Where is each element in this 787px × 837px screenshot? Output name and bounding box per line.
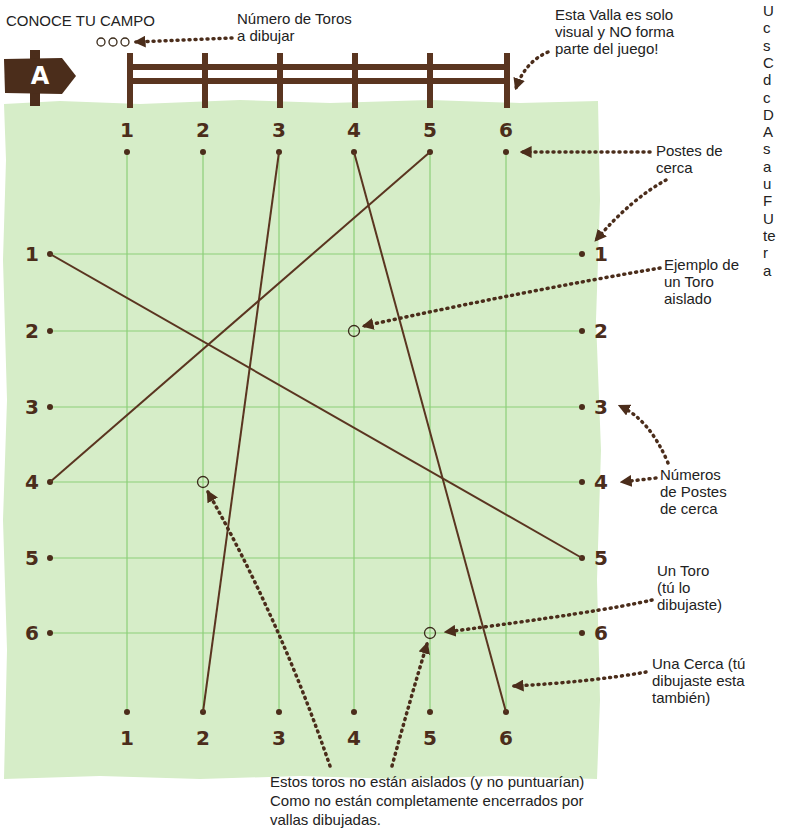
post-number: 2: [587, 319, 615, 343]
callout-label: Números de Postes de cerca: [660, 466, 738, 517]
grid-lines: [50, 152, 582, 712]
post-number: 5: [416, 726, 444, 750]
clipped-text: D: [763, 106, 785, 123]
clipped-text: F: [763, 192, 785, 209]
post-number: 3: [587, 395, 615, 419]
post-number: 1: [587, 242, 615, 266]
clipped-text: a: [763, 262, 785, 279]
clipped-text: C: [763, 54, 785, 71]
post-number: 5: [587, 546, 615, 570]
fence-post-dots: [47, 149, 585, 715]
bull-circles: [198, 326, 436, 639]
post-number: 1: [113, 118, 141, 142]
clipped-text: s: [763, 37, 785, 54]
signpost-letter: A: [4, 58, 76, 94]
post-number: 4: [587, 470, 615, 494]
clipped-text: c: [763, 89, 785, 106]
clipped-text: te: [763, 227, 785, 244]
post-number: 2: [18, 319, 46, 343]
clipped-text: u: [763, 175, 785, 192]
clipped-text: c: [763, 19, 785, 36]
post-number: 6: [492, 118, 520, 142]
callout-label: Esta Valla es solo visual y NO forma par…: [555, 6, 690, 57]
callout-label: Número de Toros a dibujar: [237, 10, 362, 44]
post-number: 3: [265, 118, 293, 142]
callout-label: Un Toro (tú lo dibujaste): [657, 562, 729, 613]
post-number: 4: [340, 118, 368, 142]
post-number: 3: [18, 395, 46, 419]
field-ground: [3, 100, 601, 779]
bull-count-circles: [97, 38, 129, 46]
callout-label: Una Cerca (tú dibujaste esta también): [652, 655, 752, 706]
post-number: 5: [416, 118, 444, 142]
clipped-text: A: [763, 123, 785, 140]
signpost-board: A: [4, 58, 76, 94]
explanation-note: Estos toros no están aislados (y no punt…: [270, 772, 610, 829]
clipped-text: U: [763, 210, 785, 227]
post-number: 5: [18, 546, 46, 570]
leader-arrows: [136, 38, 668, 766]
post-number: 1: [18, 242, 46, 266]
post-number: 4: [340, 726, 368, 750]
post-number: 4: [18, 470, 46, 494]
post-number: 1: [113, 726, 141, 750]
callout-label: Postes de cerca: [656, 142, 736, 176]
callout-label: Ejemplo de un Toro aislado: [664, 256, 759, 307]
post-number: 2: [189, 118, 217, 142]
post-number: 3: [265, 726, 293, 750]
decorative-fence: [127, 53, 510, 108]
post-number: 6: [587, 621, 615, 645]
clipped-text: d: [763, 71, 785, 88]
post-number: 6: [492, 726, 520, 750]
page-title: CONOCE TU CAMPO: [6, 12, 155, 29]
post-number: 6: [18, 621, 46, 645]
clipped-text: U: [763, 2, 785, 19]
clipped-text: s: [763, 140, 785, 157]
clipped-text: a: [763, 158, 785, 175]
post-number: 2: [189, 726, 217, 750]
clipped-text: r: [763, 244, 785, 261]
drawn-fences: [50, 152, 582, 712]
